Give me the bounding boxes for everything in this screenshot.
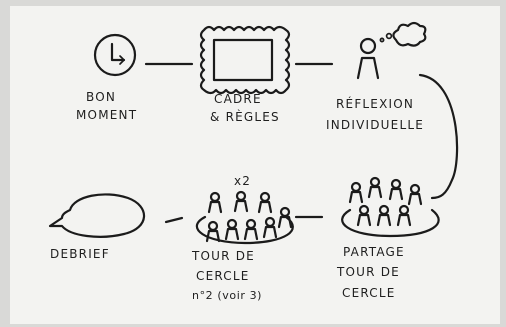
svg-text:MOMENT: MOMENT (76, 108, 137, 122)
svg-text:DEBRIEF: DEBRIEF (50, 247, 110, 261)
clock-icon (93, 33, 137, 77)
svg-text:CADRE: CADRE (214, 92, 262, 106)
group-circle-icon (195, 190, 294, 245)
group-circle-icon (341, 176, 440, 238)
svg-text:RÉFLEXION: RÉFLEXION (336, 96, 414, 111)
svg-text:INDIVIDUELLE: INDIVIDUELLE (326, 118, 424, 132)
connector-line (418, 73, 459, 200)
thinking-person-icon (356, 21, 427, 80)
step-label-tour2: TOUR DE CERCLE n°2 (voir 3) (191, 249, 262, 302)
step-label-debrief: DEBRIEF (50, 247, 110, 261)
paper-sheet (10, 6, 500, 324)
svg-text:& RÈGLES: & RÈGLES (210, 109, 280, 124)
svg-text:CERCLE: CERCLE (196, 269, 250, 283)
svg-text:PARTAGE: PARTAGE (343, 245, 405, 259)
svg-text:TOUR DE: TOUR DE (191, 249, 255, 263)
svg-text:n°2 (voir 3): n°2 (voir 3) (192, 289, 262, 302)
step-label-cadre: CADRE & RÈGLES (210, 92, 280, 124)
frame-icon (199, 25, 291, 95)
step-label-partage: PARTAGE TOUR DE CERCLE (336, 245, 405, 300)
step-label-reflexion: RÉFLEXION INDIVIDUELLE (326, 96, 424, 132)
speech-bubble-icon (48, 193, 146, 238)
svg-text:BON: BON (86, 90, 116, 104)
connector-line (164, 216, 184, 224)
svg-text:CERCLE: CERCLE (342, 286, 396, 300)
svg-text:TOUR DE: TOUR DE (336, 265, 400, 279)
multiplier-label: x2 (234, 174, 251, 188)
step-label-bon-moment: BON MOMENT (76, 90, 137, 122)
